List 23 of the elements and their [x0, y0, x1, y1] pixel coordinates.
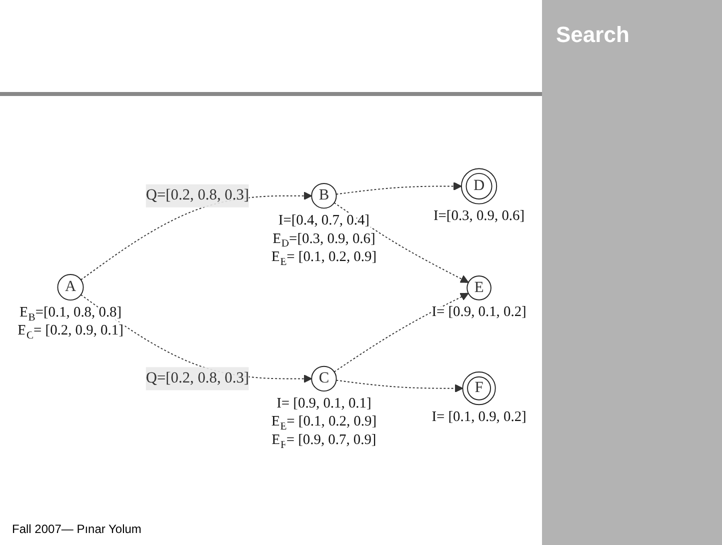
node-annotation: I= [0.1, 0.9, 0.2] — [432, 409, 526, 425]
arrow — [334, 292, 469, 372]
node-annotation: I= [0.9, 0.1, 0.1] — [276, 395, 372, 412]
node-circle — [57, 274, 84, 300]
edge-label: Q=[0.2, 0.8, 0.3] — [146, 370, 250, 386]
node-circle — [466, 275, 492, 300]
node-circle — [460, 168, 498, 204]
node-annotation: E$_{E}$= [0.1, 0.2, 0.9] — [271, 249, 377, 268]
title: Search — [556, 22, 630, 48]
node-circle — [311, 366, 337, 392]
node-annotation: I=[0.3, 0.9, 0.6] — [434, 208, 525, 224]
edge-label: Q=[0.2, 0.8, 0.3] — [146, 187, 250, 204]
arrow — [336, 380, 464, 393]
node-circle — [311, 182, 337, 209]
arrow — [334, 202, 469, 283]
footer-text: Fall 2007— Pınar Yolum — [12, 522, 142, 536]
node-annotation: E$_{E}$= [0.1, 0.2, 0.9] — [271, 414, 377, 433]
node-annotation: I=[0.4, 0.7, 0.4] — [278, 212, 370, 229]
node-annotation: E$_{B}$=[0.1, 0.8, 0.8] — [19, 304, 122, 324]
node-annotation: E$_{D}$=[0.3, 0.9, 0.6] — [272, 230, 376, 250]
node-circle — [462, 372, 496, 406]
arrow — [336, 182, 462, 195]
node-annotation: I= [0.9, 0.1, 0.2] — [432, 304, 526, 320]
